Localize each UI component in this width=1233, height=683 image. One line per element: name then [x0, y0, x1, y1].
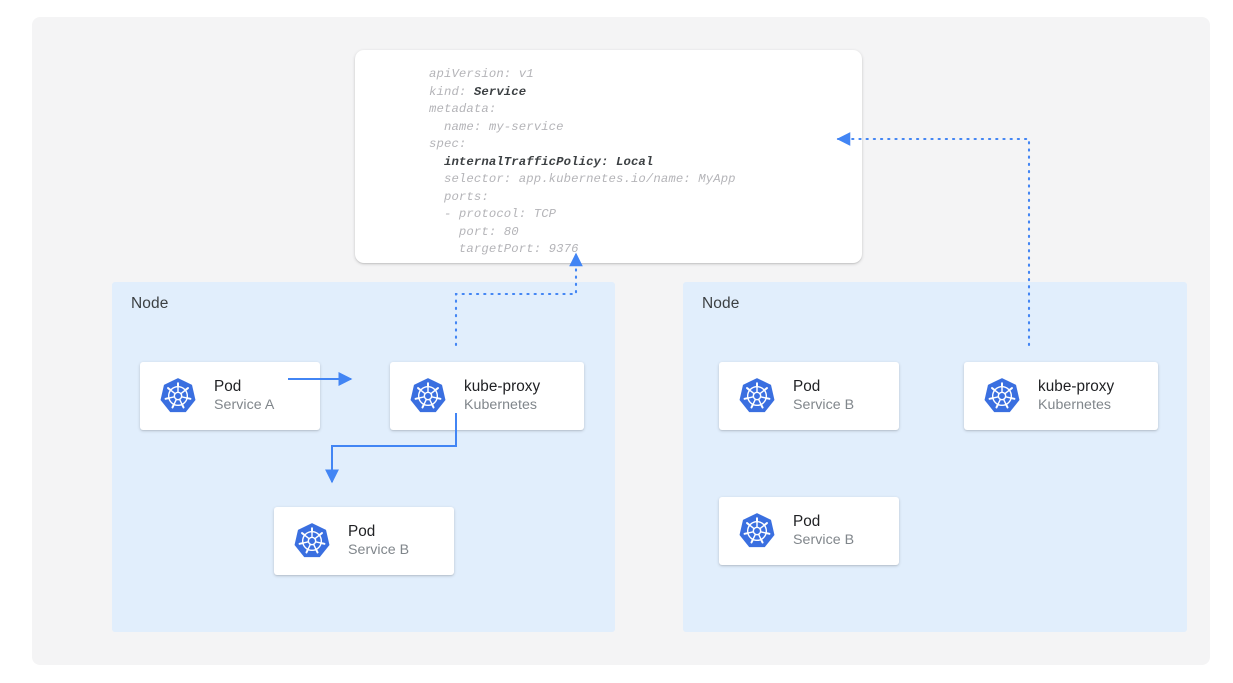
card-pod-service-b-left[interactable]: Pod Service B [274, 507, 454, 575]
kubernetes-logo [739, 513, 775, 548]
card-subtitle: Kubernetes [1038, 397, 1112, 413]
manifest-line: apiVersion: v1 [429, 67, 534, 81]
card-subtitle: Service A [214, 397, 275, 413]
card-subtitle: Service B [793, 397, 855, 413]
card-title: Pod [793, 513, 821, 530]
manifest-line: ports: [429, 189, 489, 204]
card-subtitle: Service B [348, 542, 410, 558]
card-pod-service-a[interactable]: Pod Service A [140, 362, 320, 430]
card-title: kube-proxy [464, 378, 541, 395]
manifest-line: internalTrafficPolicy: Local [429, 154, 654, 169]
card-kube-proxy-right[interactable]: kube-proxy Kubernetes [964, 362, 1158, 430]
card-pod-service-b-right-bottom[interactable]: Pod Service B [719, 497, 899, 565]
kubernetes-logo [739, 378, 775, 413]
card-title: Pod [214, 378, 242, 395]
manifest-line: spec: [429, 137, 467, 151]
card-title: Pod [348, 523, 376, 540]
kubernetes-logo [160, 378, 196, 413]
node-group-right: Node [683, 282, 1187, 632]
node-group-left: Node [112, 282, 615, 632]
node-label: Node [131, 295, 169, 312]
kubernetes-logo [294, 523, 330, 558]
manifest-line: - protocol: TCP [429, 207, 557, 221]
manifest-line: targetPort: 9376 [429, 242, 579, 256]
card-title: Pod [793, 378, 821, 395]
kubernetes-icon [737, 511, 777, 551]
kubernetes-icon [737, 376, 777, 416]
manifest-line: name: my-service [429, 119, 564, 134]
manifest-line: metadata: [429, 102, 497, 116]
kubernetes-icon [982, 376, 1022, 416]
manifest-line: kind: Service [429, 84, 527, 99]
node-label: Node [702, 295, 740, 312]
kubernetes-logo [410, 378, 446, 413]
service-manifest-code: apiVersion: v1 kind: Service metadata: nam… [429, 66, 736, 259]
kubernetes-icon [292, 521, 332, 561]
card-subtitle: Kubernetes [464, 397, 538, 413]
service-manifest-card: apiVersion: v1 kind: Service metadata: nam… [355, 50, 862, 263]
card-pod-service-b-right-top[interactable]: Pod Service B [719, 362, 899, 430]
diagram-canvas: apiVersion: v1 kind: Service metadata: nam… [32, 17, 1210, 665]
kubernetes-icon [408, 376, 448, 416]
card-kube-proxy-left[interactable]: kube-proxy Kubernetes [390, 362, 584, 430]
kubernetes-icon [158, 376, 198, 416]
card-subtitle: Service B [793, 532, 855, 548]
manifest-line: selector: app.kubernetes.io/name: MyApp [429, 172, 736, 186]
kubernetes-logo [984, 378, 1020, 413]
card-title: kube-proxy [1038, 378, 1115, 395]
manifest-line: port: 80 [429, 224, 519, 239]
